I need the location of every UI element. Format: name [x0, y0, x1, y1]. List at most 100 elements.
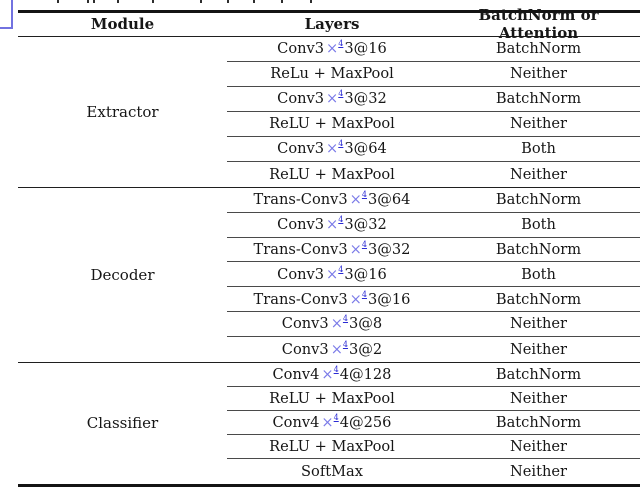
layer-cell: ReLu + MaxPool: [270, 65, 394, 83]
layer-text-post: 3@8: [349, 315, 383, 333]
table-row: SoftMax Neither: [227, 459, 640, 483]
times-link[interactable]: ×: [349, 191, 362, 209]
norm-cell: Both: [521, 265, 556, 283]
times-link[interactable]: ×: [330, 315, 343, 333]
times-footnote-marker[interactable]: 4: [361, 190, 367, 200]
architecture-table: Module Layers BatchNorm or Attention Ext…: [18, 6, 640, 487]
norm-cell: Neither: [510, 438, 567, 456]
layer-text-post: 3@32: [344, 90, 387, 108]
module-cell-extractor: Extractor: [86, 102, 159, 121]
times-link[interactable]: ×: [326, 40, 339, 58]
layer-text-pre: Conv4: [272, 414, 320, 432]
layer-cell: SoftMax: [301, 462, 363, 480]
clipped-text-mark: [253, 0, 255, 3]
norm-cell: Neither: [510, 115, 567, 133]
norm-cell: Both: [521, 140, 556, 158]
clipped-text-mark: [152, 0, 154, 3]
times-link[interactable]: ×: [326, 140, 339, 158]
layer-text-pre: Conv3: [277, 40, 325, 58]
layer-text-post: 3@16: [344, 40, 387, 58]
times-footnote-marker[interactable]: 4: [338, 264, 344, 274]
times-link[interactable]: ×: [330, 340, 343, 358]
layer-cell: ReLU + MaxPool: [269, 438, 395, 456]
times-footnote-marker[interactable]: 4: [333, 364, 339, 374]
layer-cell: ReLU + MaxPool: [269, 115, 395, 133]
times-link[interactable]: ×: [321, 414, 334, 432]
times-footnote-marker[interactable]: 4: [338, 39, 344, 49]
times-link[interactable]: ×: [349, 241, 362, 259]
times-link[interactable]: ×: [326, 265, 339, 283]
module-cell-decoder: Decoder: [90, 265, 155, 284]
norm-cell: BatchNorm: [495, 414, 582, 432]
table-row: ReLU + MaxPool Neither: [227, 435, 640, 460]
norm-cell: BatchNorm: [495, 191, 582, 209]
layer-cell: ReLU + MaxPool: [269, 389, 395, 407]
times-footnote-marker[interactable]: 4: [338, 215, 344, 225]
layer-text-pre: Trans-Conv3: [253, 241, 348, 259]
clipped-text-mark: [87, 0, 89, 3]
norm-cell: BatchNorm: [495, 40, 582, 58]
times-link[interactable]: ×: [326, 216, 339, 234]
norm-cell: Neither: [510, 65, 567, 83]
times-link[interactable]: ×: [349, 290, 362, 308]
layer-text-post: 4@128: [339, 365, 392, 383]
norm-cell: BatchNorm: [495, 90, 582, 108]
table-header-row: Module Layers BatchNorm or Attention: [18, 6, 640, 42]
layer-text-pre: Conv3: [281, 315, 329, 333]
table-top-rule: [18, 10, 640, 13]
norm-cell: Neither: [510, 166, 567, 184]
layer-text-post: 3@2: [349, 340, 383, 358]
times-footnote-marker[interactable]: 4: [338, 139, 344, 149]
module-cell-classifier: Classifier: [86, 414, 159, 433]
times-footnote-marker[interactable]: 4: [342, 314, 349, 324]
layer-text-pre: Conv3: [277, 140, 325, 158]
norm-cell: BatchNorm: [495, 241, 582, 259]
times-footnote-marker[interactable]: 4: [342, 339, 349, 349]
pdf-link-annotation-box: [0, 0, 13, 29]
clipped-text-mark: [200, 0, 202, 3]
times-footnote-marker[interactable]: 4: [333, 413, 339, 423]
norm-cell: Neither: [510, 315, 567, 333]
clipped-text-mark: [57, 0, 59, 3]
times-footnote-marker[interactable]: 4: [361, 289, 367, 299]
layer-text-post: 3@16: [344, 265, 387, 283]
norm-cell: Neither: [510, 462, 567, 480]
layer-text-pre: Conv3: [277, 216, 325, 234]
column-header-module: Module: [90, 15, 155, 33]
layer-text-pre: Conv4: [272, 365, 320, 383]
table-row: ReLU + MaxPool Neither: [227, 112, 640, 137]
times-link[interactable]: ×: [321, 365, 334, 383]
clipped-text-mark: [93, 0, 95, 3]
table-row: ReLu + MaxPool Neither: [227, 62, 640, 87]
norm-cell: BatchNorm: [495, 365, 582, 383]
times-link[interactable]: ×: [326, 90, 339, 108]
times-footnote-marker[interactable]: 4: [338, 89, 344, 99]
times-footnote-marker[interactable]: 4: [361, 240, 367, 250]
clipped-caption-remnant: [0, 0, 640, 5]
clipped-text-mark: [117, 0, 119, 3]
